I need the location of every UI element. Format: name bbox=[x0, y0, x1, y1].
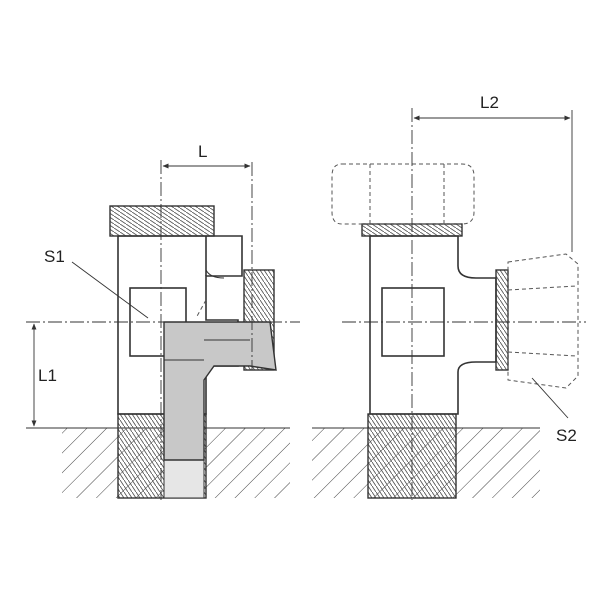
label-l2: L2 bbox=[480, 93, 499, 112]
hidden-line-left bbox=[195, 299, 207, 319]
label-l: L bbox=[198, 142, 207, 161]
phantom-nut-side bbox=[507, 253, 579, 389]
leader-s1 bbox=[71, 261, 149, 319]
left-view: L L1 S1 bbox=[26, 142, 300, 500]
top-thread-left bbox=[109, 205, 215, 237]
section-tee bbox=[163, 321, 277, 461]
right-view: L2 S2 bbox=[312, 93, 586, 500]
leader-s2 bbox=[531, 377, 569, 419]
side-ring-right bbox=[495, 269, 509, 371]
label-s1: S1 bbox=[44, 247, 65, 266]
label-s2: S2 bbox=[556, 426, 577, 445]
body-outline-right bbox=[369, 235, 497, 415]
label-l1: L1 bbox=[38, 366, 57, 385]
body-neck-curve bbox=[205, 269, 225, 279]
phantom-nut-top bbox=[331, 163, 475, 225]
